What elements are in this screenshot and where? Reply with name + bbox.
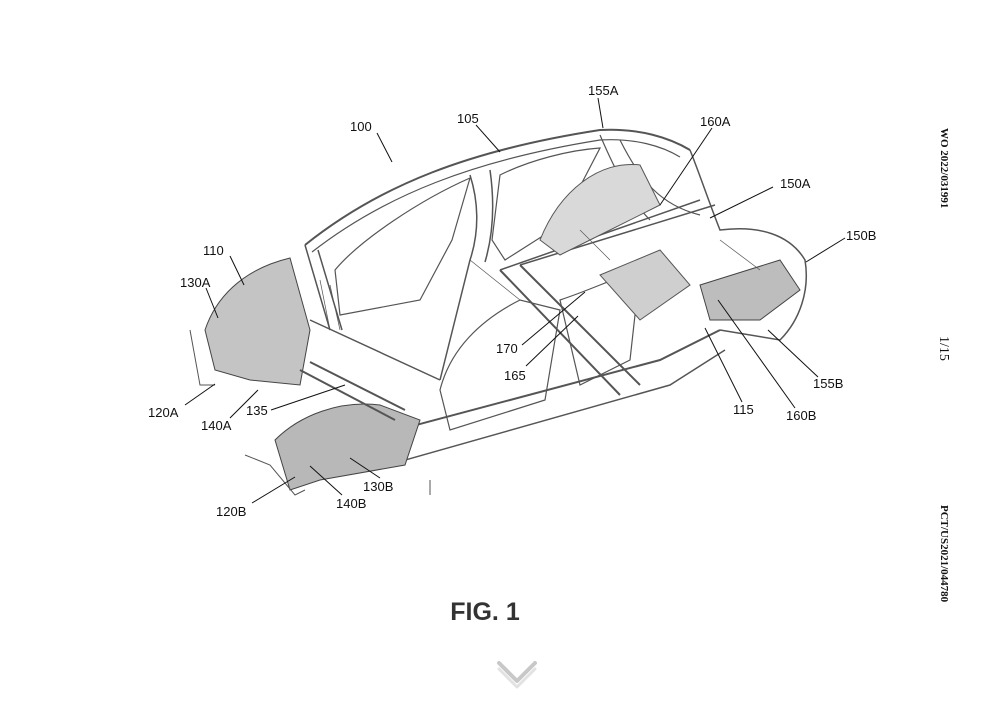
- label-155B: 155B: [813, 376, 843, 391]
- reference-labels: 100 105 110 115 120A 120B 130A 130B 135 …: [148, 83, 876, 519]
- label-120A: 120A: [148, 405, 179, 420]
- leader-lines: [184, 97, 846, 504]
- publication-number: WO 2022/031991: [938, 128, 950, 209]
- label-135: 135: [246, 403, 268, 418]
- label-160B: 160B: [786, 408, 816, 423]
- label-110: 110: [203, 243, 224, 258]
- vehicle-frame: [189, 128, 807, 496]
- label-105: 105: [457, 111, 479, 126]
- label-140A: 140A: [201, 418, 232, 433]
- label-150B: 150B: [846, 228, 876, 243]
- label-115: 115: [733, 402, 754, 417]
- label-150A: 150A: [780, 176, 811, 191]
- label-165: 165: [504, 368, 526, 383]
- scroll-down-button[interactable]: [495, 655, 539, 691]
- label-120B: 120B: [216, 504, 246, 519]
- label-100: 100: [350, 119, 372, 134]
- chevron-down-icon: [497, 661, 537, 689]
- label-130B: 130B: [363, 479, 393, 494]
- label-140B: 140B: [336, 496, 366, 511]
- label-170: 170: [496, 341, 518, 356]
- label-160A: 160A: [700, 114, 731, 129]
- figure-title: FIG. 1: [450, 598, 520, 626]
- application-number: PCT/US2021/044780: [938, 505, 950, 603]
- label-130A: 130A: [180, 275, 211, 290]
- label-155A: 155A: [588, 83, 619, 98]
- sheet-number: 1/15: [936, 336, 951, 361]
